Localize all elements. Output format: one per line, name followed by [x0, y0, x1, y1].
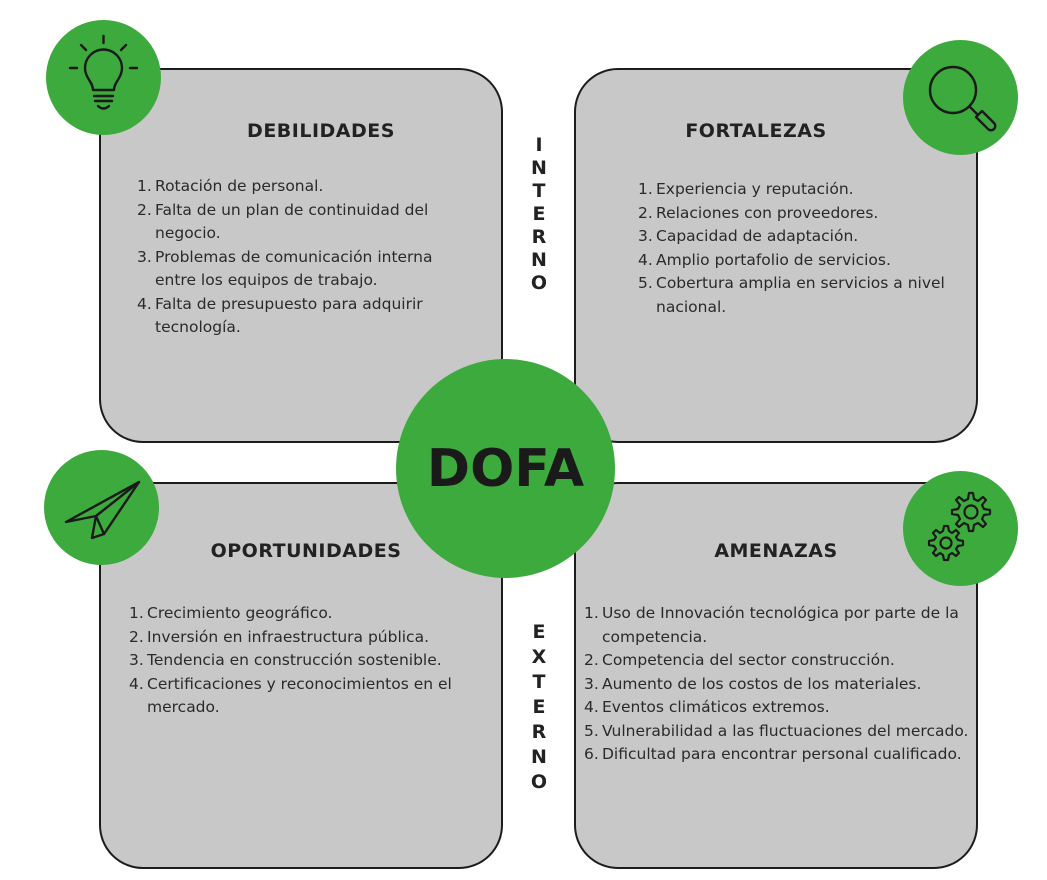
oportunidades-item-number: 1.	[129, 604, 144, 622]
amenazas-item-5: 5.Vulnerabilidad a las fluctuaciones del…	[584, 720, 969, 744]
oportunidades-item-number: 4.	[129, 674, 144, 693]
amenazas-item-text: Eventos climáticos extremos.	[602, 698, 830, 716]
debilidades-item-number: 3.	[137, 247, 152, 266]
oportunidades-item-text: Tendencia en construcción sostenible.	[147, 651, 442, 669]
amenazas-item-number: 3.	[584, 674, 599, 693]
fortalezas-item-text: Capacidad de adaptación.	[656, 227, 859, 245]
oportunidades-list: 1.Crecimiento geográfico.2.Inversión en …	[129, 602, 489, 720]
debilidades-list: 1.Rotación de personal.2.Falta de un pla…	[137, 175, 477, 340]
amenazas-item-number: 1.	[584, 604, 599, 622]
amenazas-item-number: 4.	[584, 698, 599, 716]
amenazas-item-text: Vulnerabilidad a las fluctuaciones del m…	[602, 721, 969, 740]
fortalezas-item-text: Cobertura amplia en servicios a nivel na…	[656, 274, 945, 316]
debilidades-item-1: 1.Rotación de personal.	[137, 175, 477, 199]
debilidades-item-text: Falta de un plan de continuidad del nego…	[155, 200, 429, 243]
debilidades-item-2: 2.Falta de un plan de continuidad del ne…	[137, 199, 477, 246]
oportunidades-item-number: 2.	[129, 627, 144, 646]
dofa-center-circle: DOFA	[396, 359, 615, 578]
debilidades-item-4: 4.Falta de presupuesto para adquirir tec…	[137, 293, 477, 340]
debilidades-item-text: Problemas de comunicación interna entre …	[155, 247, 433, 290]
oportunidades-item-1: 1.Crecimiento geográfico.	[129, 602, 489, 626]
amenazas-item-number: 2.	[584, 651, 599, 669]
magnifier-icon	[928, 65, 997, 132]
fortalezas-title: FORTALEZAS	[685, 120, 827, 142]
paper-plane-icon	[64, 480, 141, 540]
debilidades-item-number: 4.	[137, 294, 152, 313]
oportunidades-item-text: Crecimiento geográfico.	[147, 604, 333, 622]
fortalezas-item-text: Amplio portafolio de servicios.	[656, 250, 891, 269]
amenazas-item-1: 1.Uso de Innovación tecnológica por part…	[584, 602, 969, 649]
debilidades-item-text: Rotación de personal.	[155, 177, 324, 195]
dofa-title: DOFA	[426, 438, 585, 499]
fortalezas-item-5: 5.Cobertura amplia en servicios a nivel …	[638, 272, 958, 319]
amenazas-item-text: Dificultad para encontrar personal cuali…	[602, 745, 962, 763]
fortalezas-item-number: 5.	[638, 274, 653, 292]
oportunidades-item-4: 4.Certificaciones y reconocimientos en e…	[129, 673, 489, 720]
amenazas-item-number: 5.	[584, 721, 599, 740]
fortalezas-item-4: 4.Amplio portafolio de servicios.	[638, 249, 958, 273]
amenazas-title: AMENAZAS	[714, 540, 838, 562]
gears-icon	[927, 491, 992, 562]
fortalezas-item-text: Experiencia y reputación.	[656, 180, 854, 198]
amenazas-item-text: Uso de Innovación tecnológica por parte …	[602, 604, 959, 646]
paper-plane-badge	[44, 450, 159, 565]
oportunidades-item-text: Certificaciones y reconocimientos en el …	[147, 674, 452, 717]
oportunidades-item-number: 3.	[129, 651, 144, 669]
lightbulb-badge	[46, 20, 161, 135]
fortalezas-item-number: 1.	[638, 180, 653, 198]
amenazas-item-3: 3.Aumento de los costos de los materiale…	[584, 673, 969, 697]
amenazas-list: 1.Uso de Innovación tecnológica por part…	[584, 602, 969, 767]
fortalezas-item-2: 2.Relaciones con proveedores.	[638, 202, 958, 226]
amenazas-item-6: 6.Dificultad para encontrar personal cua…	[584, 743, 969, 767]
fortalezas-item-number: 4.	[638, 250, 653, 269]
gears-badge	[903, 471, 1018, 586]
debilidades-panel: DEBILIDADES 1.Rotación de personal.2.Fal…	[99, 68, 503, 443]
amenazas-item-text: Aumento de los costos de los materiales.	[602, 674, 922, 693]
amenazas-item-number: 6.	[584, 745, 599, 763]
fortalezas-item-3: 3.Capacidad de adaptación.	[638, 225, 958, 249]
lightbulb-icon	[68, 34, 139, 110]
fortalezas-item-number: 2.	[638, 203, 653, 222]
fortalezas-item-number: 3.	[638, 227, 653, 245]
debilidades-item-3: 3.Problemas de comunicación interna entr…	[137, 246, 477, 293]
amenazas-item-4: 4.Eventos climáticos extremos.	[584, 696, 969, 720]
oportunidades-item-2: 2.Inversión en infraestructura pública.	[129, 626, 489, 650]
oportunidades-title: OPORTUNIDADES	[210, 540, 402, 562]
oportunidades-item-text: Inversión en infraestructura pública.	[147, 627, 430, 646]
debilidades-item-number: 1.	[137, 177, 152, 195]
oportunidades-item-3: 3.Tendencia en construcción sostenible.	[129, 649, 489, 673]
fortalezas-list: 1.Experiencia y reputación.2.Relaciones …	[638, 178, 958, 319]
magnifier-badge	[903, 40, 1018, 155]
debilidades-item-text: Falta de presupuesto para adquirir tecno…	[155, 294, 423, 337]
fortalezas-item-1: 1.Experiencia y reputación.	[638, 178, 958, 202]
debilidades-title: DEBILIDADES	[247, 120, 395, 142]
debilidades-item-number: 2.	[137, 200, 152, 219]
fortalezas-panel: FORTALEZAS 1.Experiencia y reputación.2.…	[574, 68, 978, 443]
amenazas-item-2: 2.Competencia del sector construcción.	[584, 649, 969, 673]
amenazas-item-text: Competencia del sector construcción.	[602, 651, 895, 669]
fortalezas-item-text: Relaciones con proveedores.	[656, 203, 879, 222]
